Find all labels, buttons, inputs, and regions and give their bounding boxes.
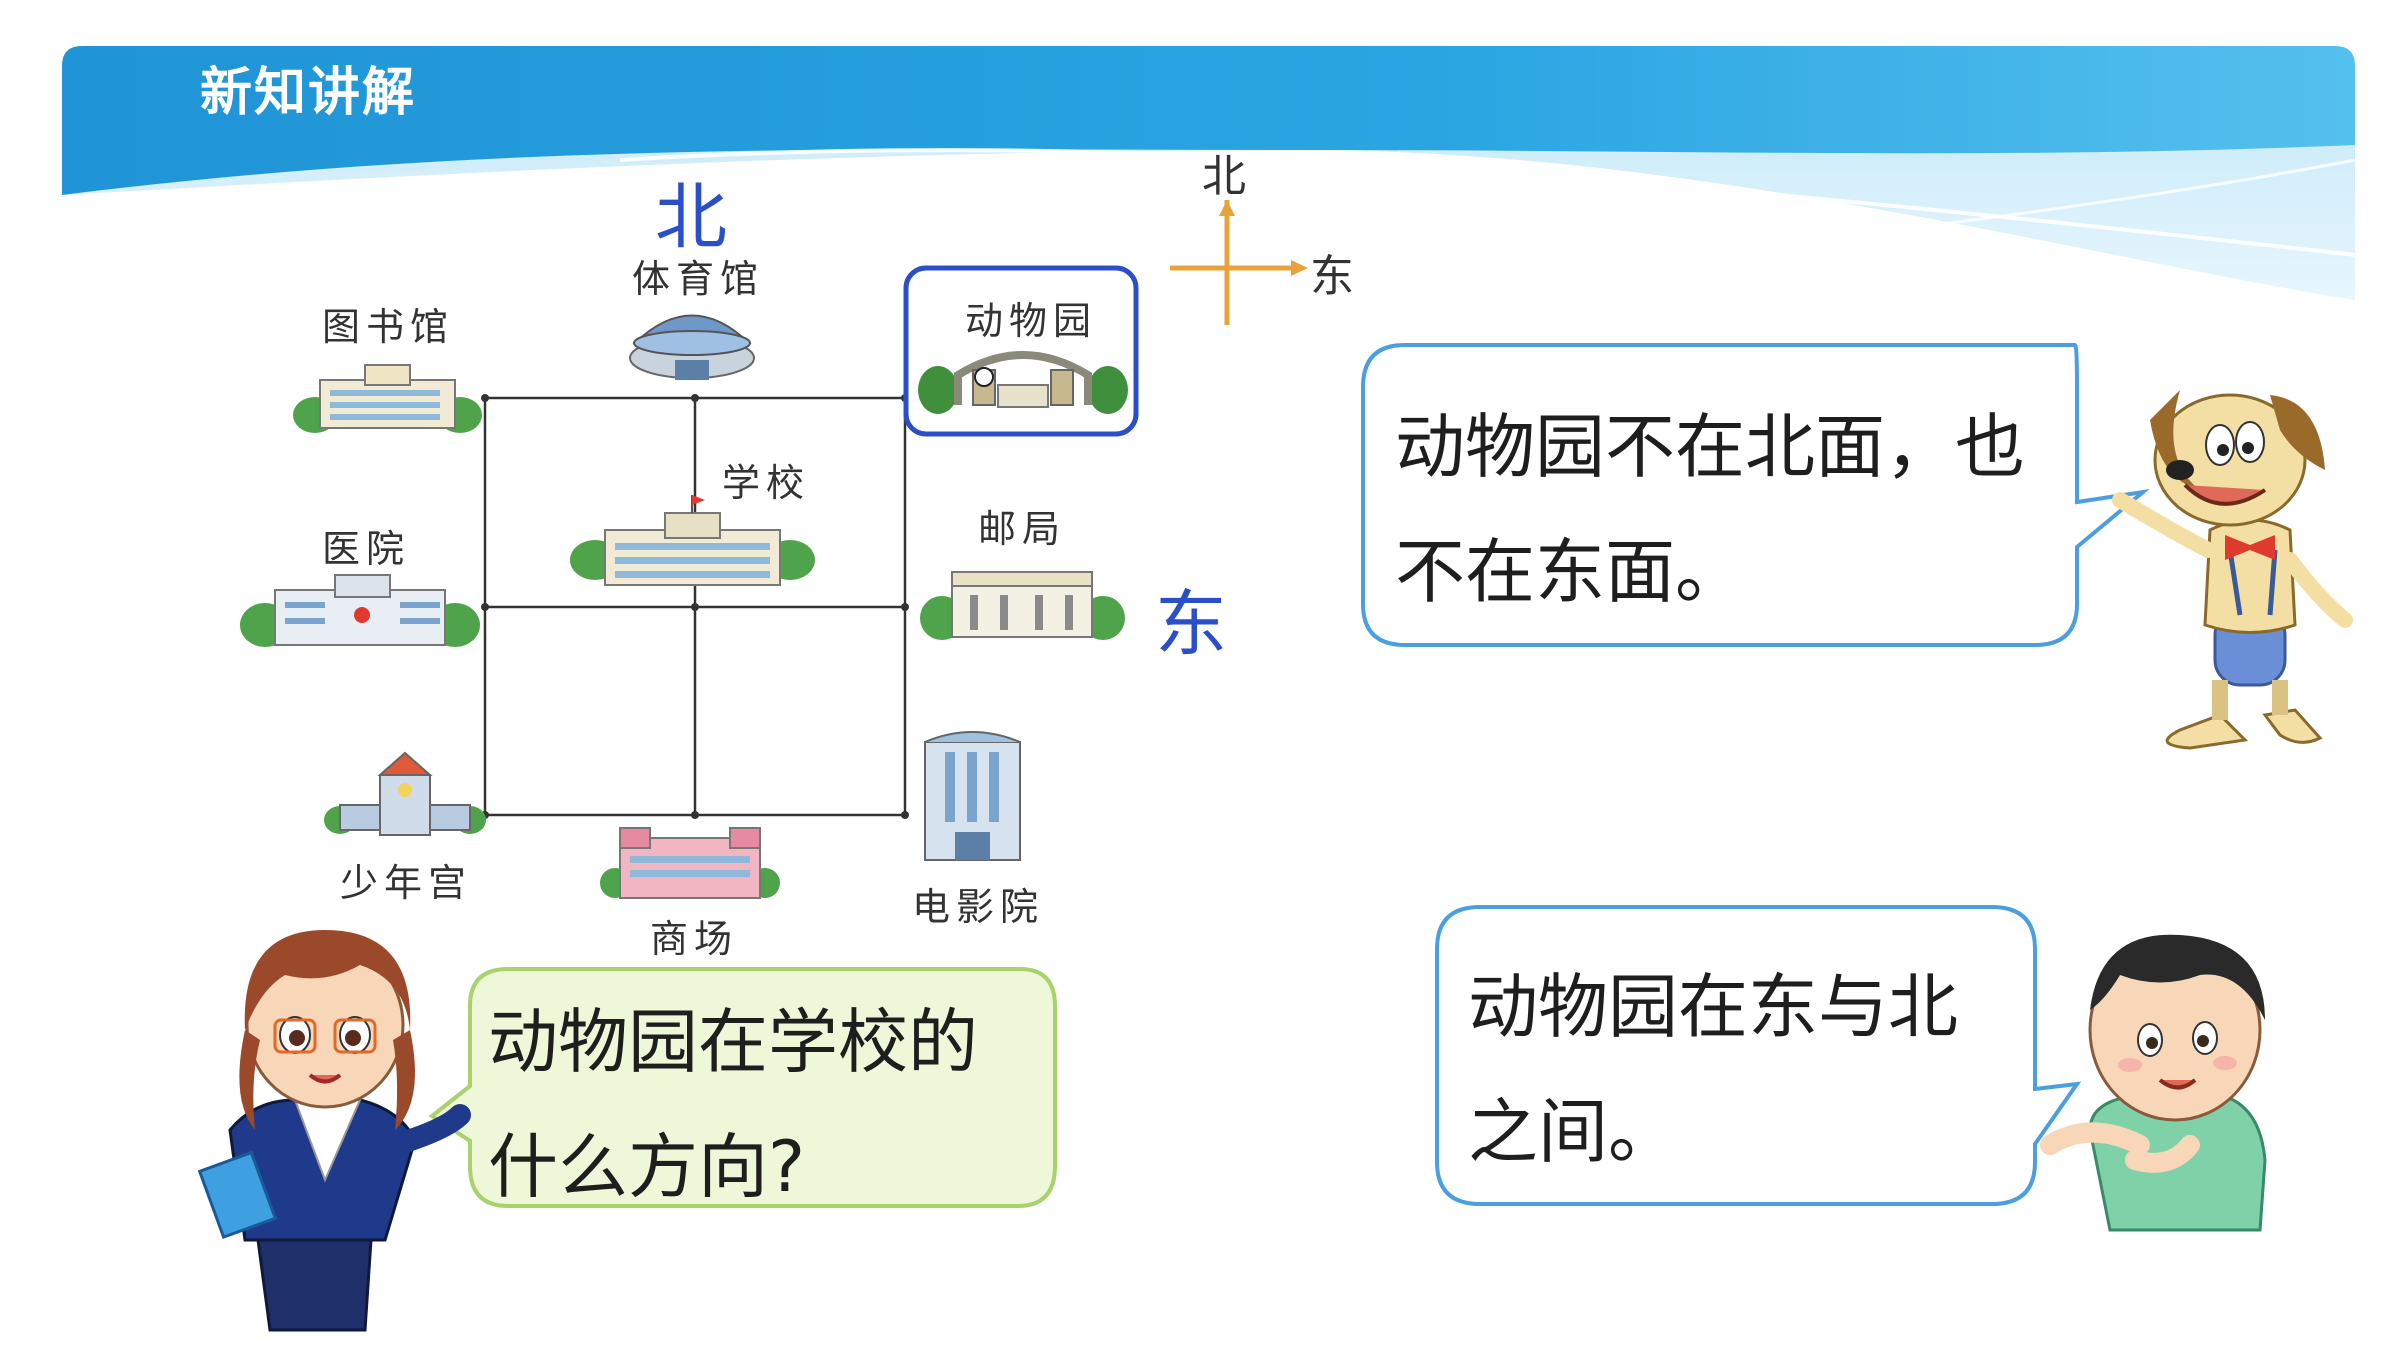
post-office-label: 邮局 [978, 507, 1067, 551]
cinema-label: 电影院 [912, 885, 1045, 929]
boy-bubble-line2: 之间。 [1468, 1091, 1678, 1173]
boy-bubble-line1: 动物园在东与北 [1468, 966, 1958, 1048]
gym-building-icon [629, 314, 755, 380]
header-banner [62, 46, 2356, 302]
school-building-icon [570, 495, 815, 586]
post-office-building-icon [920, 571, 1125, 640]
library-building-icon [293, 364, 482, 433]
gym-label: 体育馆 [632, 257, 765, 301]
map-east-label: 东 [1155, 582, 1228, 666]
teacher-bubble-line2: 什么方向? [488, 1126, 806, 1208]
teacher-speech-bubble [428, 967, 1057, 1208]
boy-character-illustration [2040, 934, 2267, 1232]
teacher-character-illustration [197, 930, 471, 1332]
compass-east-label: 东 [1310, 251, 1354, 302]
map-grid [481, 394, 909, 819]
compass-arrows [1170, 200, 1308, 325]
youth-palace-label: 少年宫 [340, 861, 473, 905]
compass-north-label: 北 [1202, 151, 1246, 202]
youth-palace-building-icon [324, 751, 486, 836]
school-label: 学校 [722, 461, 811, 505]
hospital-label: 医院 [322, 527, 411, 571]
dog-bubble-line2: 不在东面。 [1395, 531, 1745, 613]
cinema-building-icon [924, 731, 1021, 861]
dog-character-illustration [2112, 390, 2353, 750]
boy-speech-bubble [1435, 905, 2082, 1206]
hospital-building-icon [240, 574, 480, 647]
dog-bubble-line1: 动物园不在北面，也 [1395, 406, 2025, 488]
map-north-label: 北 [655, 175, 728, 259]
zoo-label: 动物园 [965, 299, 1098, 343]
mall-building-icon [600, 827, 780, 899]
teacher-bubble-line1: 动物园在学校的 [488, 1001, 978, 1083]
mall-label: 商场 [650, 917, 739, 961]
zoo-gate-icon [918, 351, 1128, 414]
dog-speech-bubble [1361, 343, 2150, 647]
library-label: 图书馆 [322, 305, 455, 349]
page-title: 新知讲解 [200, 63, 417, 123]
